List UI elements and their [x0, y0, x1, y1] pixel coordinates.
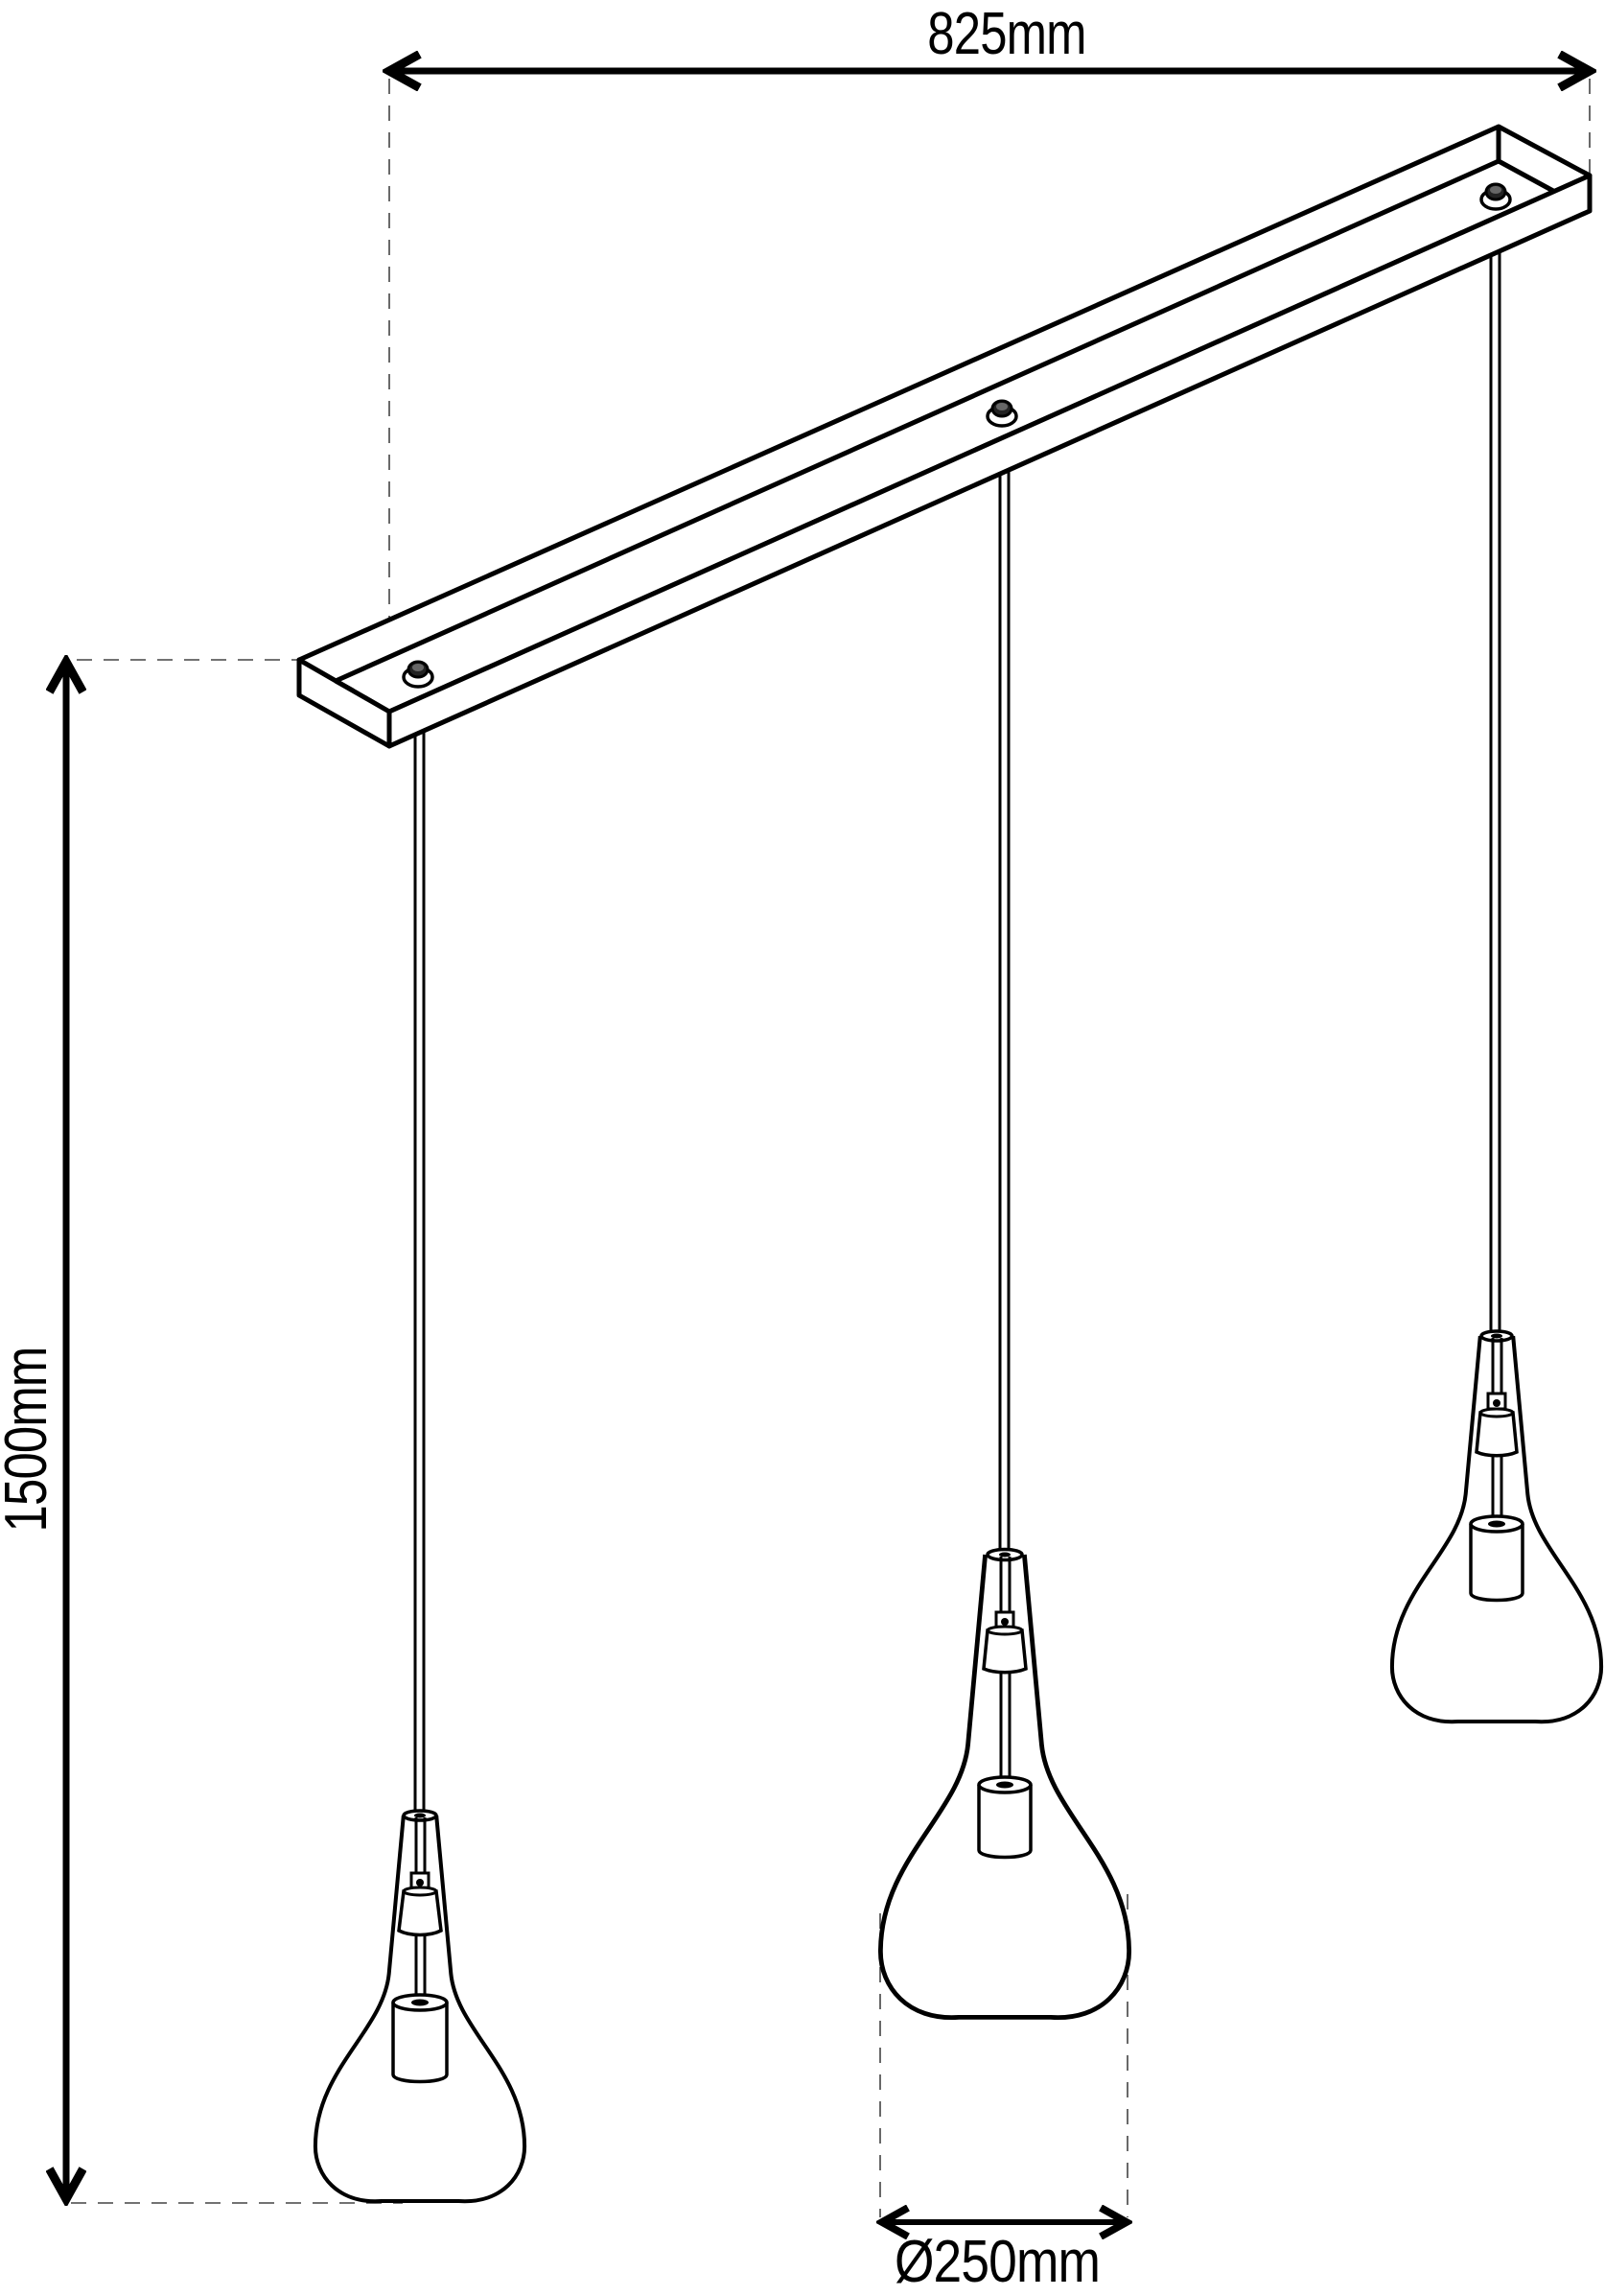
suspension-cables — [413, 247, 1501, 1816]
width-dimension-label: 825mm — [927, 1, 1086, 67]
pendant-left — [315, 1809, 524, 2201]
width-dimension — [389, 71, 1590, 710]
socket-middle — [977, 1785, 1033, 1860]
cable-middle — [998, 471, 1011, 1556]
pendant-right — [1392, 1329, 1601, 1722]
socket-left — [391, 2003, 449, 2084]
height-dimension — [66, 660, 403, 2203]
canopy-front-face — [386, 173, 1593, 749]
pendant-middle — [880, 1547, 1128, 2018]
height-dimension-label: 1500mm — [0, 1347, 59, 1533]
canopy-bar — [296, 124, 1593, 749]
cable-left — [413, 727, 426, 1816]
cable-right — [1489, 247, 1501, 1336]
diameter-dimension-label: Ø250mm — [894, 2229, 1101, 2295]
socket-right — [1469, 1524, 1524, 1603]
canopy-top-face — [296, 124, 1593, 715]
